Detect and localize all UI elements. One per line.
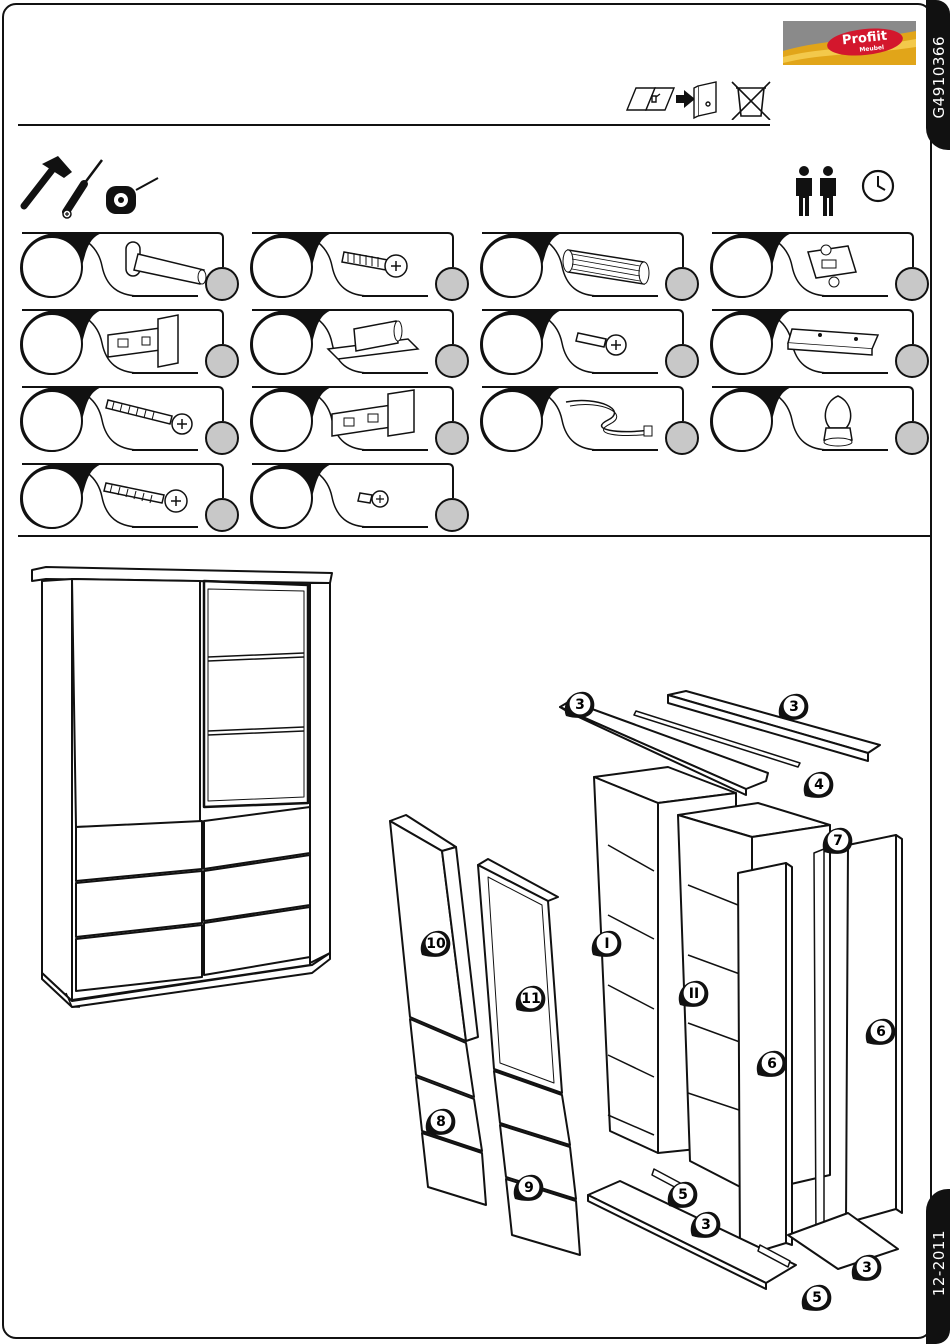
callout-label: 10 xyxy=(416,927,456,967)
product-code: G4910366 xyxy=(930,36,948,118)
callout-text: 10 xyxy=(426,936,446,952)
callout-text: 6 xyxy=(876,1024,886,1040)
callout-text: 11 xyxy=(521,991,540,1007)
part-box xyxy=(248,463,470,533)
part-box xyxy=(18,232,240,302)
header-rule xyxy=(18,124,770,126)
part-box xyxy=(708,232,930,302)
callout-text: 7 xyxy=(833,833,843,849)
callout-label: 9 xyxy=(509,1171,549,1211)
two-persons-icon xyxy=(794,166,838,218)
callout-label: 6 xyxy=(752,1047,792,1087)
part-box xyxy=(478,309,700,379)
hammer-icon xyxy=(24,156,72,206)
part-box xyxy=(708,309,930,379)
glass-door-hinge-icon xyxy=(332,390,414,436)
part-box xyxy=(478,386,700,456)
instruction-booklet-icon xyxy=(627,88,674,110)
callout-label: I xyxy=(587,927,627,967)
section-rule xyxy=(18,535,930,537)
part-box xyxy=(248,232,470,302)
arrow-right-icon xyxy=(676,90,695,108)
callout-text: 6 xyxy=(767,1056,777,1072)
clock-icon xyxy=(860,168,896,204)
hinge-mounting-plate-icon xyxy=(808,245,856,287)
medium-screw-icon xyxy=(104,483,187,512)
callout-text: I xyxy=(604,936,609,952)
part-box xyxy=(18,386,240,456)
shelf-support-bracket-icon xyxy=(788,329,878,355)
power-cable-icon xyxy=(566,401,652,436)
concealed-hinge-icon xyxy=(108,315,178,367)
part-box xyxy=(18,463,240,533)
cam-bolt-icon xyxy=(126,242,206,284)
long-screw-icon xyxy=(106,400,192,434)
led-bulb-icon xyxy=(824,396,852,446)
tools-required xyxy=(20,150,160,220)
assembly-illustration xyxy=(18,545,918,1335)
wood-dowel-icon xyxy=(563,250,649,284)
assembled-cabinet xyxy=(32,567,332,1007)
callout-label: 11 xyxy=(511,982,551,1022)
callout-text: 4 xyxy=(814,777,824,793)
tape-measure-icon xyxy=(106,178,158,214)
callout-label: 8 xyxy=(421,1105,461,1145)
callout-label: 5 xyxy=(797,1281,837,1321)
part-box xyxy=(478,232,700,302)
short-screw-icon xyxy=(576,333,626,355)
callout-label: 3 xyxy=(560,688,600,728)
callout-label: 3 xyxy=(847,1251,887,1291)
callout-label: 4 xyxy=(799,768,839,808)
callout-label: 6 xyxy=(861,1015,901,1055)
push-latch-icon xyxy=(328,321,418,359)
mini-screw-icon xyxy=(358,491,388,507)
callout-label: 7 xyxy=(818,824,858,864)
callout-text: 5 xyxy=(812,1290,822,1306)
file-folder-icon xyxy=(694,82,716,118)
callout-text: 3 xyxy=(701,1217,711,1233)
date-code: 12-2011 xyxy=(930,1230,948,1296)
callout-label: 3 xyxy=(774,690,814,730)
header-icons xyxy=(622,80,772,120)
callout-text: 3 xyxy=(862,1260,872,1276)
cam-screw-icon xyxy=(342,252,407,277)
callout-text: 3 xyxy=(575,697,585,713)
callout-text: 9 xyxy=(524,1180,534,1196)
callout-label: II xyxy=(674,977,714,1017)
part-box xyxy=(708,386,930,456)
callout-text: II xyxy=(689,986,699,1002)
part-box xyxy=(248,386,470,456)
no-trash-bin-icon xyxy=(732,82,770,120)
callout-text: 5 xyxy=(678,1187,688,1203)
callout-text: 3 xyxy=(789,699,799,715)
profiit-meubel-logo: Profiit Meubel xyxy=(783,21,916,65)
callout-text: 8 xyxy=(436,1114,446,1130)
part-box xyxy=(18,309,240,379)
part-box xyxy=(248,309,470,379)
callout-label: 3 xyxy=(686,1208,726,1248)
